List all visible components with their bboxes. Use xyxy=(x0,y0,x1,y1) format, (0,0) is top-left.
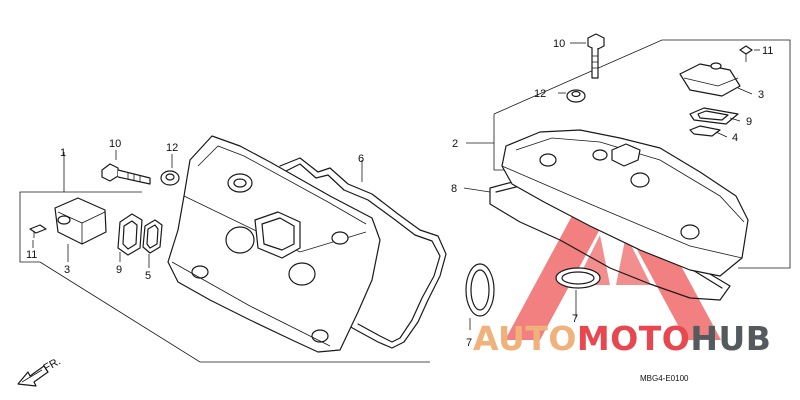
cylinder-head-cover-left xyxy=(167,135,381,353)
gasket-9-left xyxy=(117,213,143,256)
callout-left-5: 5 xyxy=(145,270,151,282)
callout-left-9: 9 xyxy=(116,264,122,276)
cylinder-head-cover-right xyxy=(501,129,749,277)
callout-right-2: 2 xyxy=(452,138,458,150)
callout-right-3: 3 xyxy=(758,89,764,101)
bolt-10-right xyxy=(587,33,605,79)
watermark-auto: AUTO xyxy=(473,319,577,358)
grommet-12-left xyxy=(160,170,180,186)
seal-7-a xyxy=(465,263,495,317)
breather-cap-right xyxy=(679,62,741,97)
diagram-code: MBG4-E0100 xyxy=(640,374,689,383)
callout-right-4: 4 xyxy=(732,132,738,144)
callout-left-6: 6 xyxy=(358,153,364,165)
callout-right-7a: 7 xyxy=(466,337,472,349)
watermark-hub: HUB xyxy=(690,319,771,358)
bolt-10-left xyxy=(101,163,151,185)
left-assembly xyxy=(19,135,447,363)
grommet-12-right xyxy=(566,89,586,103)
callout-right-11: 11 xyxy=(762,45,773,57)
callout-right-8: 8 xyxy=(451,183,457,195)
gasket-5-left xyxy=(142,219,163,254)
callout-right-10: 10 xyxy=(553,38,565,50)
breather-cap-left xyxy=(54,197,107,245)
callout-right-7b: 7 xyxy=(572,313,578,325)
callout-left-11: 11 xyxy=(26,249,37,261)
callout-left-3: 3 xyxy=(64,264,70,276)
callout-left-1: 1 xyxy=(60,147,66,159)
watermark-moto: MOTO xyxy=(577,319,690,358)
callout-right-9: 9 xyxy=(746,116,752,128)
callout-right-12: 12 xyxy=(534,88,546,100)
front-indicator-label: FR. xyxy=(42,355,63,374)
gasket-9-right xyxy=(689,107,739,125)
gasket-4-right xyxy=(689,125,721,137)
front-arrow-icon xyxy=(17,365,49,387)
seal-7-b xyxy=(555,267,601,289)
bolt-11-left xyxy=(29,224,47,238)
bolt-11-right xyxy=(739,45,753,62)
watermark-text: AUTOMOTOHUB xyxy=(473,319,771,358)
callout-left-12: 12 xyxy=(166,142,178,154)
callout-left-10: 10 xyxy=(109,138,121,150)
right-assembly xyxy=(463,33,791,330)
head-cover-gasket-6 xyxy=(279,157,447,349)
